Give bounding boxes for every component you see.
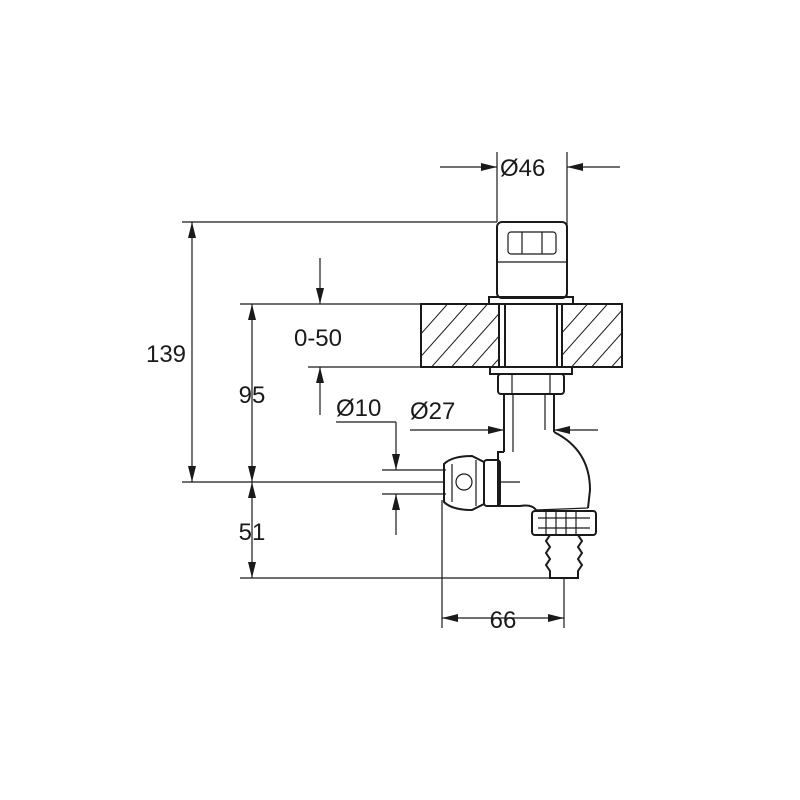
lower-nut	[497, 373, 565, 395]
dim-small-diameter: Ø10	[336, 395, 446, 535]
handle-knob[interactable]	[443, 454, 485, 512]
dim-total-height: 139	[146, 221, 497, 483]
shank	[504, 303, 558, 368]
dim-stem-diameter: Ø27	[410, 398, 598, 434]
cap-nut	[507, 231, 557, 255]
top-cap	[496, 221, 568, 299]
outlet-nut	[531, 510, 597, 536]
dim-top-diameter: Ø46	[440, 152, 620, 298]
dim-total-height-label: 139	[146, 341, 186, 368]
hose-nozzle	[544, 534, 584, 579]
stem	[503, 394, 555, 452]
dim-upper-height-label: 95	[239, 382, 266, 409]
dim-small-diameter-label: Ø10	[336, 395, 381, 422]
dim-clamp-range-label: 0-50	[294, 325, 342, 352]
mounting-plate	[420, 303, 623, 368]
dim-projection-label: 66	[490, 607, 517, 634]
dim-lower-height-label: 51	[239, 519, 266, 546]
dim-lower-height: 51	[239, 482, 550, 579]
elbow-inner	[497, 451, 537, 511]
dim-upper-height: 95	[239, 303, 421, 482]
dim-clamp-range: 0-50	[294, 258, 421, 415]
lower-washer	[489, 366, 573, 375]
valve-body	[443, 221, 597, 579]
dim-stem-diameter-label: Ø27	[410, 398, 455, 425]
handle-center-icon	[455, 473, 473, 491]
dim-top-diameter-label: Ø46	[500, 155, 545, 182]
elbow-outer	[553, 431, 592, 509]
dim-projection: 66	[441, 500, 565, 634]
